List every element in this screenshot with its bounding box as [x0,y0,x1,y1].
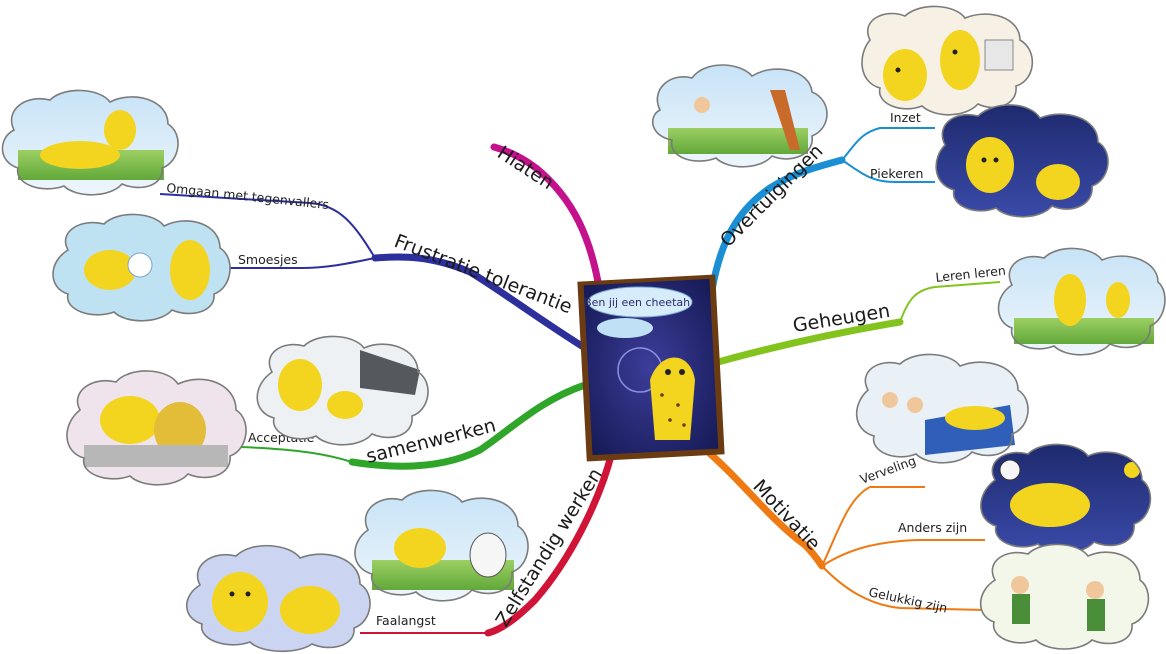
illustration-smoesjes [52,213,231,322]
branch-smoesjes [230,257,376,269]
illustration-anders-zijn [980,443,1152,554]
branch-samenwerken [348,381,589,470]
illustration-gelukkig-zijn [979,543,1150,650]
branch-piekeren [841,159,935,183]
illustration-inzet [861,5,1034,116]
branch-verveling [821,486,925,567]
book-title: Ben jij een cheetah? [584,296,696,309]
branch-hiaten [490,143,602,286]
label-frustratie: Frustratie tolerantie [391,230,575,318]
central-book-cover: Ben jij een cheetah? [577,274,725,462]
label-anders-zijn: Anders zijn [898,520,967,535]
label-gelukkig-zijn: Gelukkig zijn [867,584,948,615]
illustration-samenwerken [256,335,429,446]
illustration-verveling [855,353,1029,464]
branch-overtuigingen [708,156,846,294]
illustration-faalangst [185,544,371,653]
label-piekeren: Piekeren [870,166,923,181]
label-omgaan: Omgaan met tegenvallers [166,180,330,212]
label-inzet: Inzet [890,110,921,125]
illustration-acceptatie [66,370,247,486]
label-leren-leren: Leren leren [935,263,1007,285]
branch-acceptatie [239,446,353,463]
cheetah-figure [650,357,695,440]
branch-zelfstandig [484,448,616,637]
branch-geheugen [714,318,904,366]
branch-frustratie [371,253,589,352]
branch-gelukkig-zijn [821,565,986,611]
illustration-hiaten [651,64,828,168]
branch-inzet [841,127,935,161]
label-smoesjes: Smoesjes [238,252,298,267]
illustration-piekeren [935,104,1109,218]
illustration-zelfstandig [354,489,529,602]
branch-omgaan [159,193,376,259]
branch-leren-leren [899,281,1001,323]
label-faalangst: Faalangst [376,613,436,628]
label-verveling: Verveling [858,453,918,487]
branch-anders-zijn [821,539,985,567]
label-motivatie: Motivatie [748,475,824,554]
illustration-leren-leren [997,247,1166,356]
label-hiaten: Hiaten [493,142,557,194]
branch-motivatie [696,441,826,570]
illustration-omgaan [1,89,179,196]
